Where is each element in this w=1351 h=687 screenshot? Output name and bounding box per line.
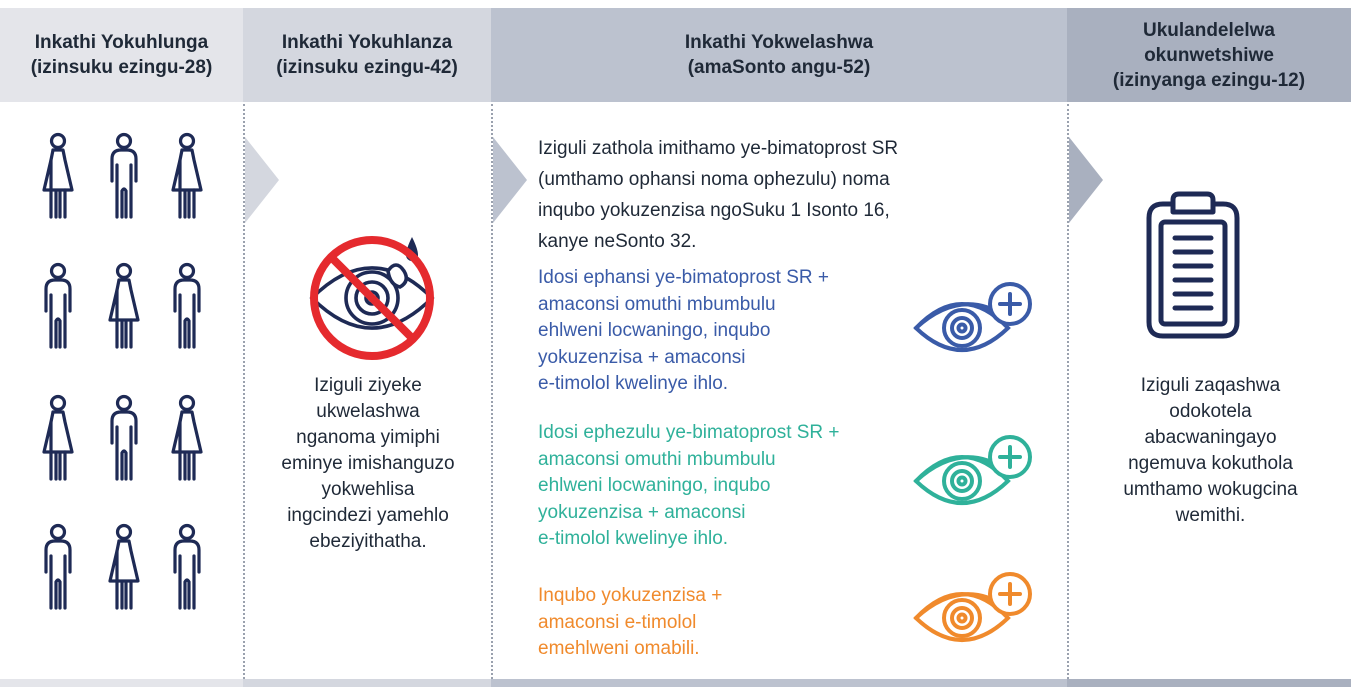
- arm-high-line: Idosi ephezulu ye-bimatoprost SR +: [538, 422, 840, 443]
- washout-line: yokwehlisa: [321, 479, 415, 500]
- washout-description: Iziguli ziyeke ukwelashwa nganoma yimiph…: [262, 373, 474, 555]
- header-washout: Inkathi Yokuhlanza (izinsuku ezingu-42): [243, 8, 491, 102]
- treatment-intro-line: inqubo yokuzenzisa ngoSuku 1 Isonto 16,: [538, 200, 890, 221]
- arm-low-line: Idosi ephansi ye-bimatoprost SR +: [538, 267, 829, 288]
- washout-line: nganoma yimiphi: [296, 427, 440, 448]
- chevron-right-icon: [1069, 137, 1103, 223]
- person-male-icon: [44, 262, 72, 349]
- header-screening-title: Inkathi Yokuhlunga: [34, 32, 209, 53]
- followup-line: abacwaningayo: [1144, 427, 1277, 448]
- treatment-intro: Iziguli zathola imithamo ye-bimatoprost …: [538, 133, 1038, 257]
- washout-line: ebeziyithatha.: [309, 531, 427, 552]
- followup-line: umthamo wokugcina: [1123, 479, 1298, 500]
- header-treatment: Inkathi Yokwelashwa (amaSonto angu-52): [491, 8, 1067, 102]
- eye-plus-icon: [913, 282, 1032, 352]
- person-male-icon: [173, 523, 201, 610]
- arm-low-line: yokuzenzisa + amaconsi: [538, 346, 746, 368]
- chevron-right-icon: [493, 137, 527, 223]
- clipboard-icon: [1146, 191, 1240, 339]
- person-female-icon: [171, 394, 203, 481]
- divider-1: [243, 104, 245, 679]
- header-followup-duration: (izinyanga ezingu-12): [1112, 69, 1306, 91]
- footer-strip: [0, 679, 243, 687]
- followup-line: wemithi.: [1175, 505, 1246, 526]
- arm-high-line: ehlweni locwaningo, inqubo: [538, 475, 771, 496]
- followup-description: Iziguli zaqashwa odokotela abacwaningayo…: [1088, 373, 1333, 529]
- person-male-icon: [44, 523, 72, 610]
- washout-line: Iziguli ziyeke: [314, 375, 422, 396]
- header-followup-title-1: Ukulandelelwa: [1142, 19, 1275, 41]
- header-followup: Ukulandelelwa okunwetshiwe (izinyanga ezin…: [1067, 8, 1351, 102]
- followup-line: odokotela: [1169, 401, 1252, 422]
- arm-low-line: amaconsi omuthi mbumbulu: [538, 293, 776, 315]
- no-eye-drops-icon: [309, 236, 435, 360]
- treatment-intro-line: Iziguli zathola imithamo ye-bimatoprost …: [538, 138, 899, 159]
- treatment-intro-line: kanye neSonto 32.: [538, 231, 697, 252]
- arm-sham: Inqubo yokuzenzisa + amaconsi e-timolol …: [538, 583, 838, 663]
- header-screening: Inkathi Yokuhlunga (izinsuku ezingu-28): [0, 8, 243, 102]
- eye-plus-icon: [913, 572, 1032, 642]
- washout-line: eminye imishanguzo: [281, 453, 455, 474]
- washout-line: ukwelashwa: [316, 401, 420, 422]
- arm-high-line: e-timolol kwelinye ihlo.: [538, 528, 729, 549]
- person-female-icon: [171, 132, 203, 219]
- divider-2: [491, 104, 493, 679]
- header-treatment-title: Inkathi Yokwelashwa: [684, 32, 874, 53]
- person-female-icon: [108, 262, 140, 349]
- arm-high-dose: Idosi ephezulu ye-bimatoprost SR + amaco…: [538, 420, 918, 553]
- person-male-icon: [110, 394, 138, 481]
- divider-3: [1067, 104, 1069, 679]
- eye-plus-icon: [913, 435, 1032, 505]
- header-treatment-duration: (amaSonto angu-52): [687, 57, 871, 78]
- person-female-icon: [42, 132, 74, 219]
- chevron-right-icon: [245, 137, 279, 223]
- treatment-intro-line: (umthamo ophansi noma ophezulu) noma: [538, 169, 890, 190]
- followup-line: ngemuva kokuthola: [1128, 453, 1293, 474]
- person-female-icon: [42, 394, 74, 481]
- arm-sham-line: amaconsi e-timolol: [538, 611, 697, 633]
- person-male-icon: [110, 132, 138, 219]
- person-male-icon: [173, 262, 201, 349]
- patients-group: [42, 132, 203, 610]
- header-screening-duration: (izinsuku ezingu-28): [30, 57, 213, 78]
- arm-low-dose: Idosi ephansi ye-bimatoprost SR + amacon…: [538, 265, 918, 398]
- arm-high-line: amaconsi omuthi mbumbulu: [538, 448, 776, 470]
- arm-sham-line: emehlweni omabili.: [538, 638, 700, 659]
- footer-strip: [491, 679, 1067, 687]
- arm-high-line: yokuzenzisa + amaconsi: [538, 501, 746, 523]
- footer-strip: [1067, 679, 1351, 687]
- footer-strip: [243, 679, 491, 687]
- arm-low-line: e-timolol kwelinye ihlo.: [538, 373, 729, 394]
- header-washout-title: Inkathi Yokuhlanza: [281, 32, 453, 53]
- header-followup-title-2: okunwetshiwe: [1144, 44, 1274, 66]
- washout-line: ingcindezi yamehlo: [287, 505, 449, 526]
- header-washout-duration: (izinsuku ezingu-42): [276, 57, 458, 78]
- arm-low-line: ehlweni locwaningo, inqubo: [538, 320, 771, 341]
- person-female-icon: [108, 523, 140, 610]
- arm-sham-line: Inqubo yokuzenzisa +: [538, 585, 723, 606]
- followup-line: Iziguli zaqashwa: [1140, 375, 1281, 396]
